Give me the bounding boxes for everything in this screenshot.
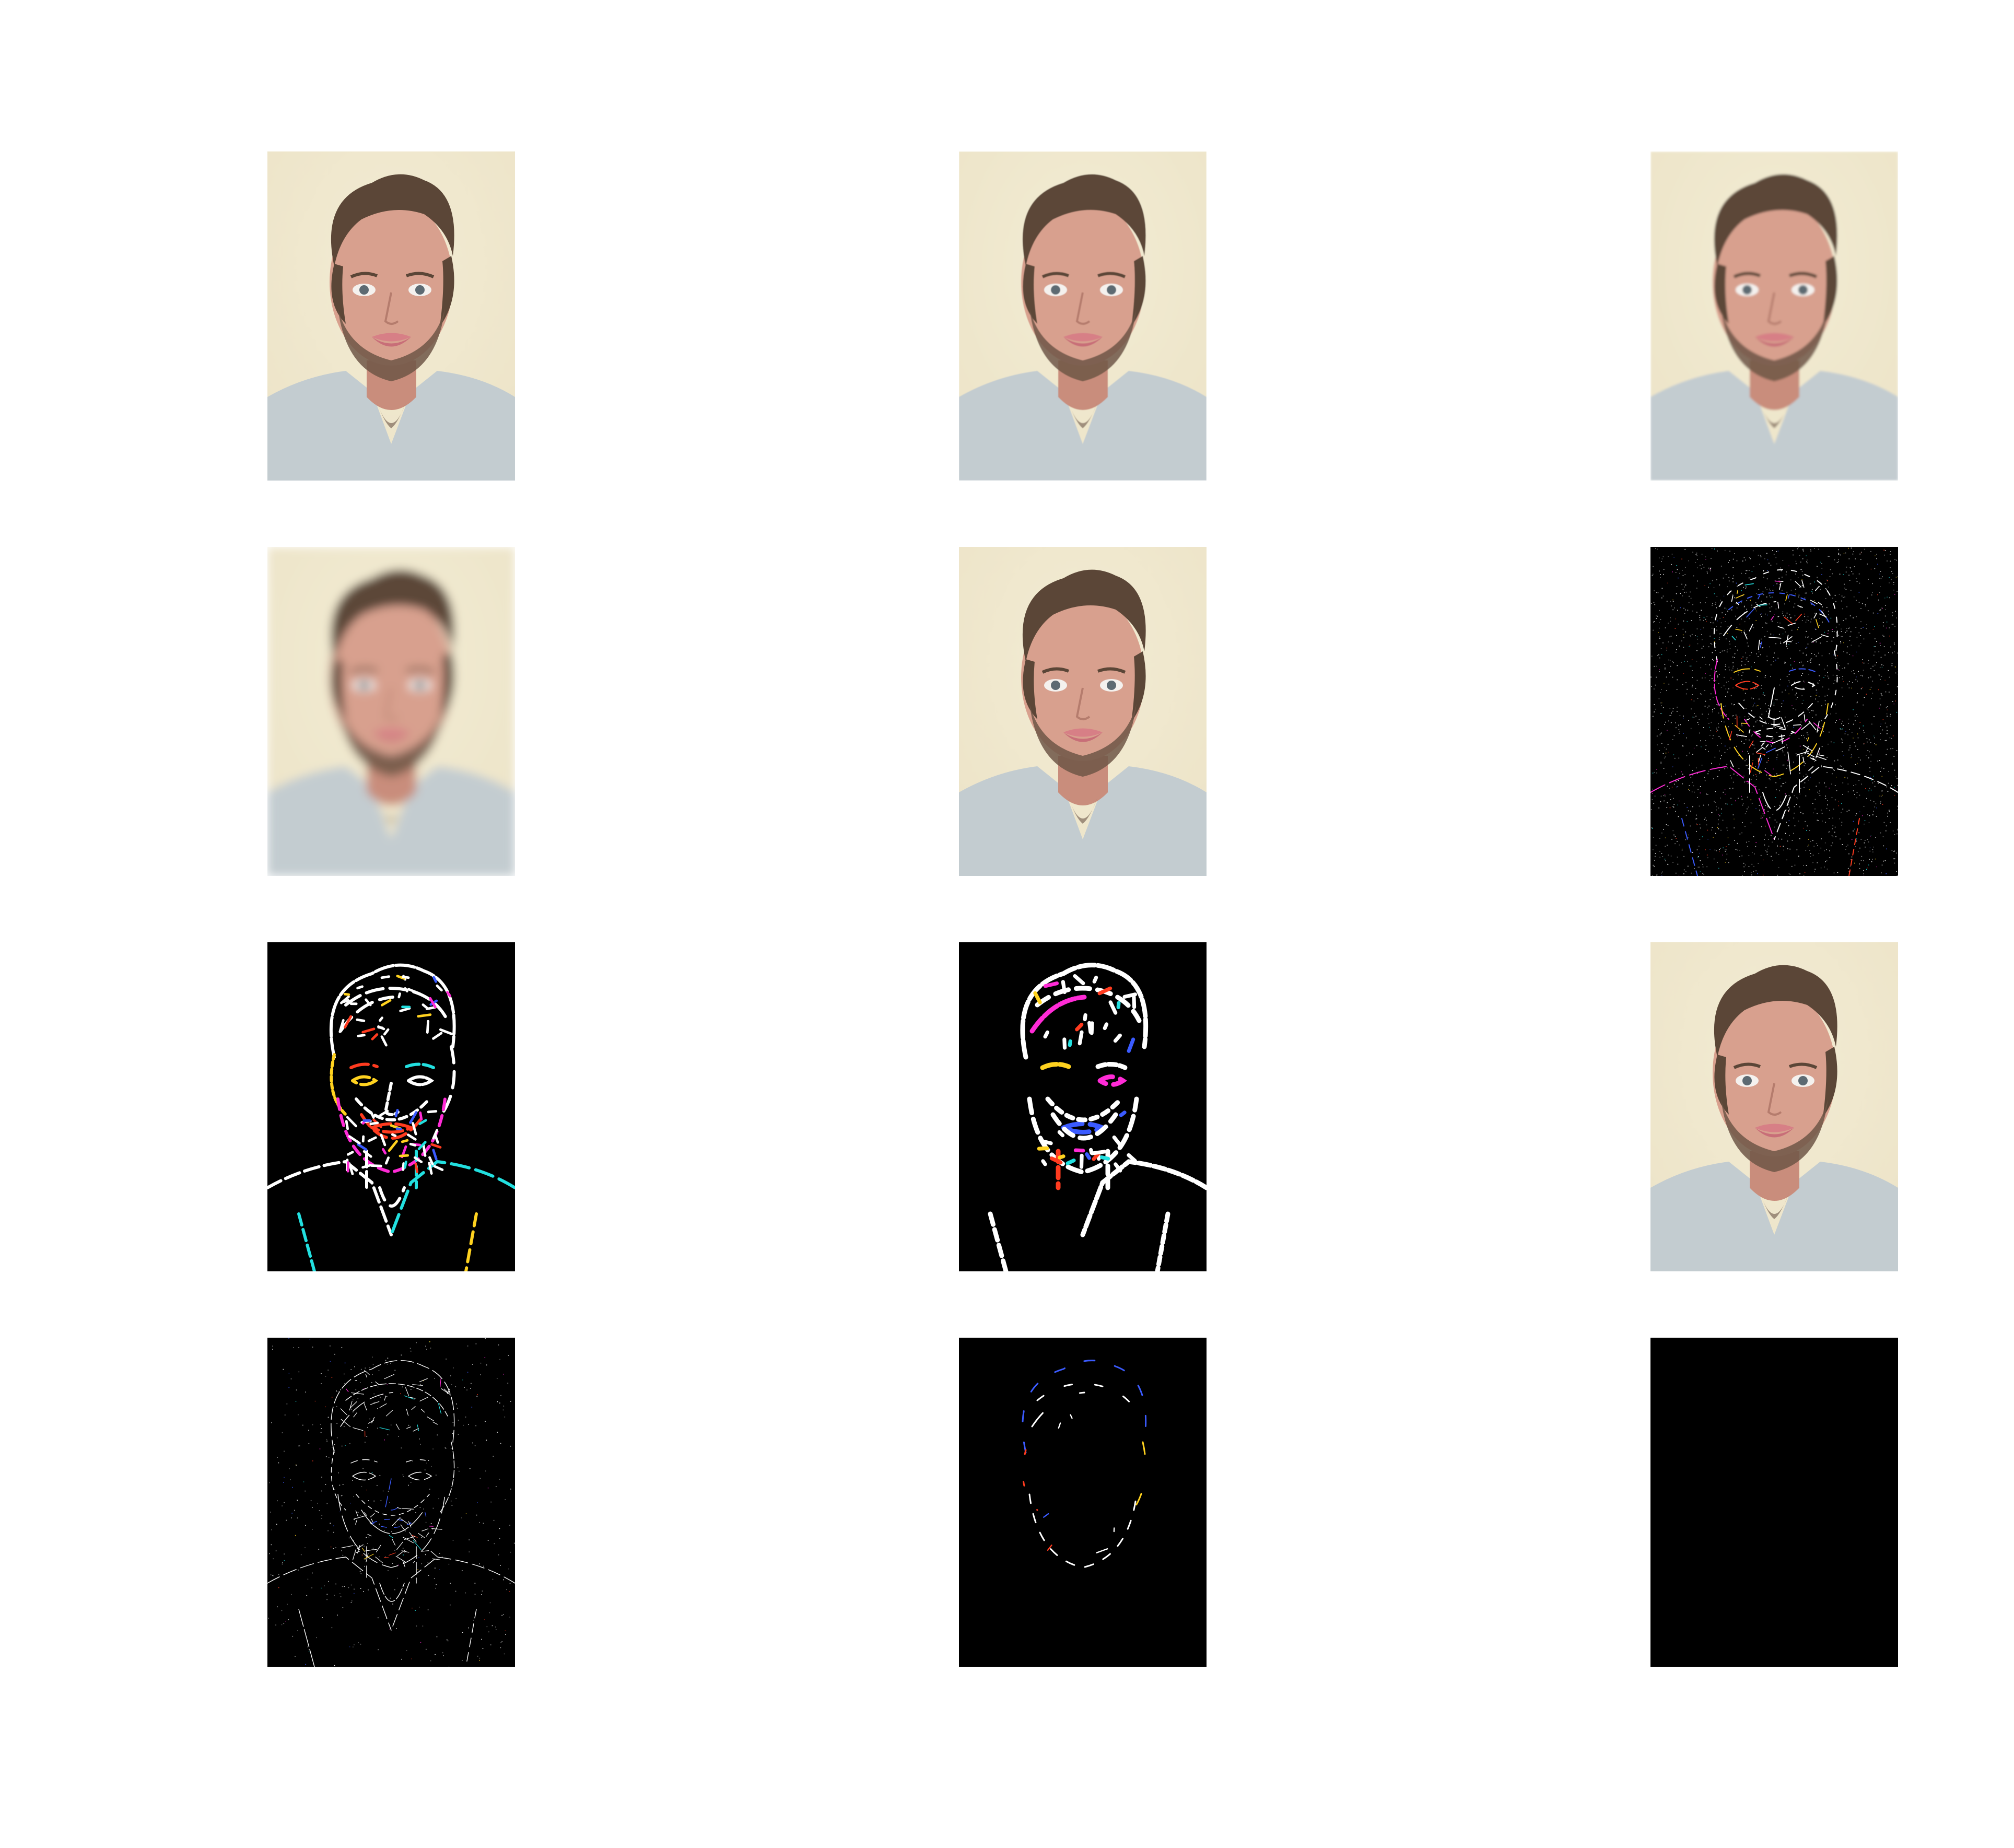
lips: [1063, 333, 1103, 342]
blank-image: [1650, 1338, 1898, 1667]
beard: [338, 308, 445, 381]
lips: [1755, 1124, 1794, 1132]
panel-thicker-edge-map: [959, 942, 1207, 1271]
nose: [1767, 1083, 1782, 1116]
shirt: [959, 371, 1207, 481]
photo-image: [267, 151, 515, 481]
hair-side-left: [331, 659, 346, 719]
nose: [384, 292, 399, 325]
hair: [1022, 174, 1146, 266]
hair-side-left: [331, 264, 346, 324]
photo-image: [959, 547, 1207, 876]
face: [330, 198, 453, 366]
hair-side-right: [440, 651, 454, 722]
shirt: [1650, 1162, 1898, 1271]
hair: [1022, 569, 1146, 662]
edges-image: [959, 1338, 1207, 1667]
hair: [1714, 965, 1837, 1057]
hair-side-left: [1714, 1055, 1729, 1115]
shirt: [959, 766, 1207, 876]
lips: [1063, 728, 1103, 737]
face: [1713, 989, 1836, 1156]
shirt: [1650, 371, 1898, 481]
lips: [372, 728, 411, 737]
edges-image: [267, 942, 515, 1271]
photo-image: [1650, 942, 1898, 1271]
edge-contours: [1650, 569, 1898, 876]
edge-contours: [267, 963, 515, 1271]
shirt: [267, 766, 515, 876]
edges-image: [1650, 547, 1898, 876]
beard: [338, 704, 445, 777]
chest-hair: [377, 402, 406, 428]
lips: [372, 333, 411, 342]
nose: [1767, 292, 1782, 325]
shirt: [267, 371, 515, 481]
panel-heavy-blur-photo: [267, 547, 515, 876]
edge-contours: [1022, 1360, 1147, 1569]
hair-side-left: [1023, 659, 1037, 719]
chest-hair: [1069, 402, 1097, 428]
panel-medium-blur-photo: [1650, 151, 1898, 481]
face: [330, 594, 453, 761]
beard: [1029, 704, 1137, 777]
edges-image: [267, 1338, 515, 1667]
panel-black-image: [1650, 1338, 1898, 1667]
chest-hair: [377, 798, 406, 824]
panel-slight-blur-photo: [959, 151, 1207, 481]
chest-hair: [1760, 402, 1789, 428]
panel-noisy-edge-map: [1650, 547, 1898, 876]
panel-reconstructed-photo: [1650, 942, 1898, 1271]
beard: [1029, 308, 1137, 381]
edge-noise: [268, 1338, 515, 1667]
nose: [1075, 687, 1091, 720]
lips: [1755, 333, 1794, 342]
hair: [1714, 174, 1837, 266]
face: [1021, 594, 1144, 761]
face: [1713, 198, 1836, 366]
nose: [1075, 292, 1091, 325]
hair: [331, 569, 454, 662]
hair-side-right: [1131, 651, 1146, 722]
chest-hair: [1760, 1193, 1789, 1219]
chest-hair: [1069, 798, 1097, 824]
beard: [1721, 308, 1828, 381]
hair-side-right: [1823, 256, 1837, 326]
panel-original-photo: [267, 151, 515, 481]
edge-contours: [988, 963, 1207, 1271]
hair: [331, 174, 454, 266]
panel-sharpened-photo: [959, 547, 1207, 876]
face: [1021, 198, 1144, 366]
hair-side-right: [1823, 1047, 1837, 1117]
panel-fine-edge-map: [267, 1338, 515, 1667]
panel-sparse-edge-map: [959, 1338, 1207, 1667]
photo-image: [959, 151, 1207, 481]
nose: [384, 687, 399, 720]
hair-side-left: [1023, 264, 1037, 324]
edges-image: [959, 942, 1207, 1271]
photo-image: [1650, 151, 1898, 481]
beard: [1721, 1099, 1828, 1172]
hair-side-left: [1714, 264, 1729, 324]
hair-side-right: [440, 256, 454, 326]
edge-noise: [1650, 547, 1898, 876]
edge-contours: [267, 1360, 515, 1667]
panel-thick-edge-map: [267, 942, 515, 1271]
photo-image: [267, 547, 515, 876]
hair-side-right: [1131, 256, 1146, 326]
